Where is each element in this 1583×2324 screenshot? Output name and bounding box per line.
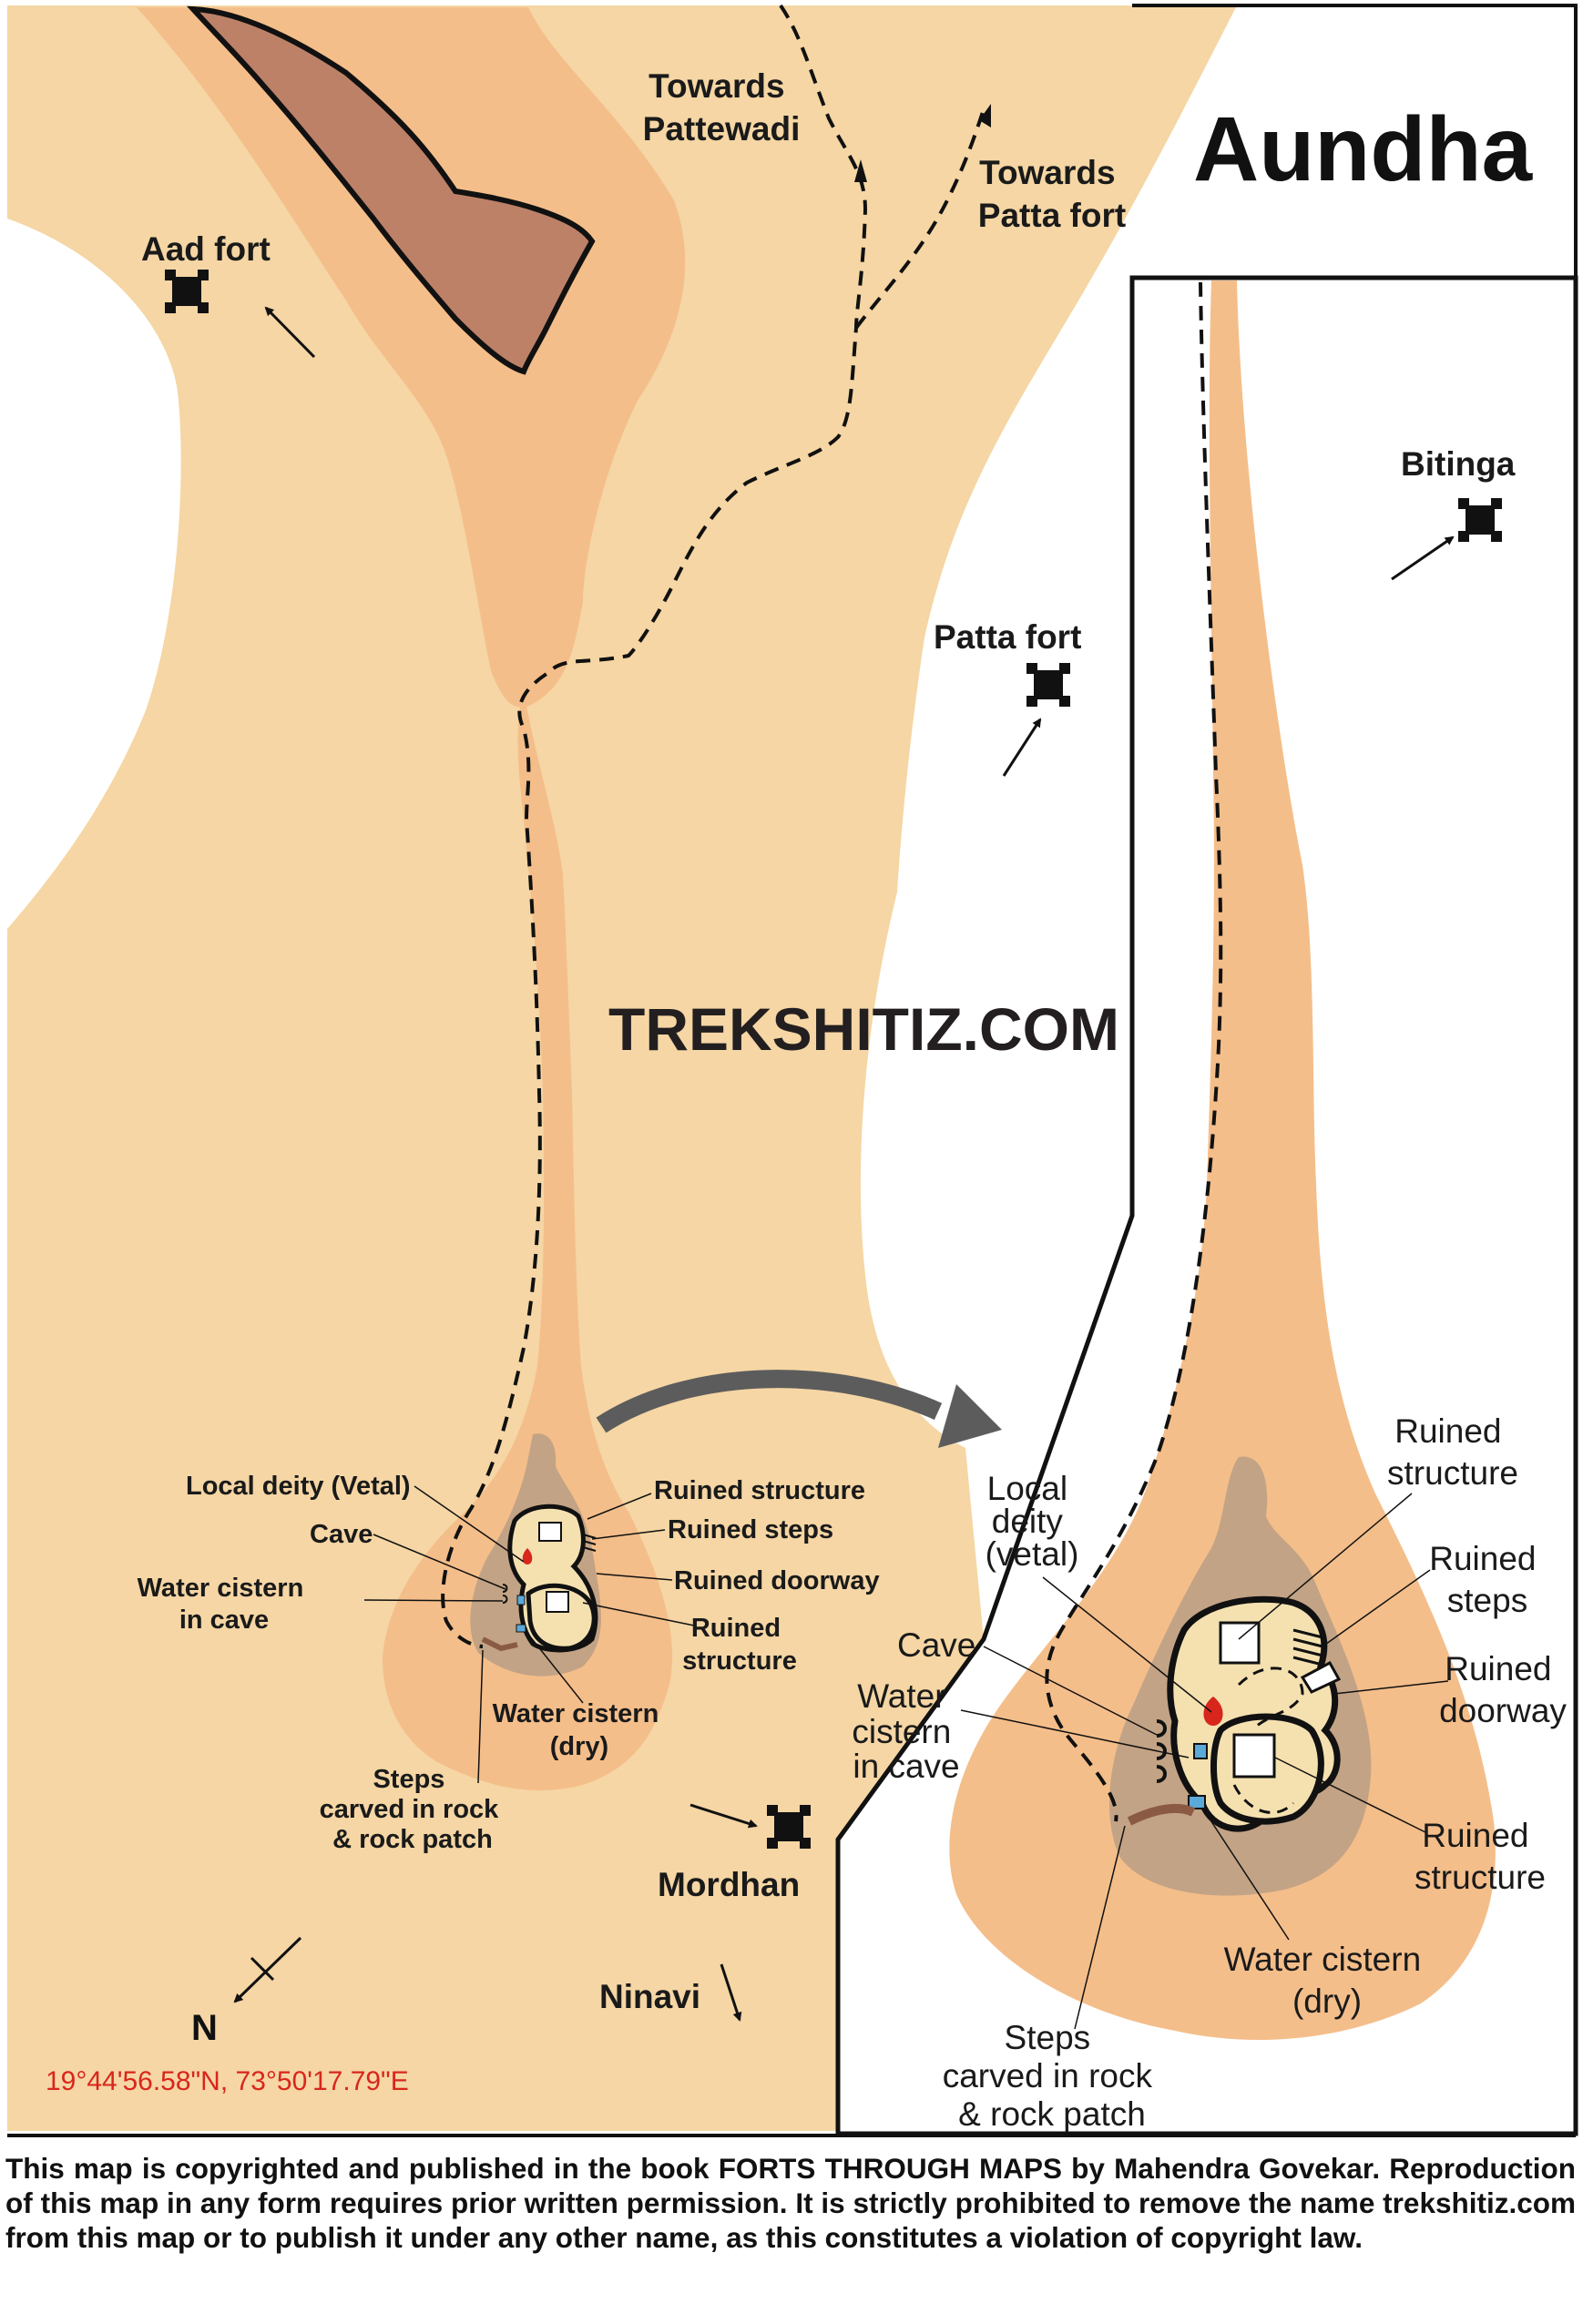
cave-icon: [502, 1584, 508, 1604]
direction-arrow-icon: [854, 159, 867, 182]
label-ruined-structure-1: Ruined structure: [654, 1476, 865, 1505]
fort-icon-patta: [1026, 663, 1070, 707]
direction-arrow-icon: [264, 306, 316, 359]
inset-label-ruined-doorway: Ruined doorway: [1439, 1650, 1567, 1729]
ruined-steps-icon: [1292, 1628, 1323, 1667]
label-water-cistern-cave: Water cistern in cave: [138, 1574, 311, 1635]
brand-watermark: TREKSHITIZ.COM: [608, 995, 1119, 1063]
deity-icon: [522, 1548, 533, 1565]
label-ruined-steps: Ruined steps: [668, 1515, 833, 1544]
inset-inner-path: [1232, 1667, 1304, 1814]
inset-label-ruined-structure-1: Ruined structure: [1387, 1412, 1518, 1492]
deity-icon: [1203, 1697, 1223, 1726]
coordinates: 19°44'56.58"N, 73°50'17.79"E: [46, 2066, 409, 2096]
trail-branch: [854, 108, 986, 330]
direction-arrow-icon: [1002, 718, 1042, 777]
label-steps-rock: Steps carved in rock & rock patch: [320, 1765, 506, 1854]
inset-label-cave: Cave: [897, 1626, 975, 1664]
trail-main: [441, 4, 868, 1648]
fort-icon-mordhan: [767, 1805, 811, 1849]
inset-ridge: [949, 280, 1496, 2040]
inset-label-cistern-dry: Water cistern (dry): [1224, 1941, 1431, 2020]
ruined-structure-icon: [1219, 1621, 1261, 1665]
descending-ridge: [383, 692, 672, 1790]
inset-label-cistern-cave: Water cistern in cave: [852, 1677, 960, 1785]
inset-trail: [1045, 281, 1223, 1822]
direction-arrow-icon: [689, 1803, 758, 1829]
upper-ridge: [137, 7, 686, 708]
direction-arrow-icon: [979, 104, 991, 127]
water-cistern-icon: [1193, 1743, 1208, 1759]
leader-lines-inset: [960, 1493, 1449, 2030]
north-label: N: [191, 2008, 218, 2048]
label-local-deity: Local deity (Vetal): [186, 1472, 411, 1501]
ruined-structure-icon: [1232, 1733, 1276, 1779]
label-cave: Cave: [310, 1520, 373, 1549]
zoom-arrow: [596, 1370, 943, 1433]
copyright-notice: This map is copyrighted and published in…: [5, 2152, 1576, 2254]
label-bitinga: Bitinga: [1401, 445, 1516, 483]
cave-icon: [1156, 1719, 1167, 1783]
label-aad-fort: Aad fort: [141, 230, 271, 268]
ruined-structure-icon: [546, 1591, 569, 1613]
fort-icon-bitinga: [1458, 498, 1502, 542]
inset-label-ruined-structure-2: Ruined structure: [1414, 1817, 1546, 1896]
fort-icon-aad: [165, 270, 209, 313]
direction-arrow-icon: [720, 1963, 742, 2022]
rock-patch: [481, 1636, 518, 1652]
north-arrow-icon: [233, 1936, 302, 2003]
map-title: Aundha: [1193, 98, 1534, 200]
label-mordhan: Mordhan: [658, 1866, 800, 1903]
water-cistern-icon: [1188, 1795, 1206, 1809]
direction-arrow-icon: [1391, 535, 1455, 581]
rock-patch: [1127, 1803, 1196, 1826]
zoom-arrow-head: [938, 1384, 1002, 1448]
water-cistern-icon: [516, 1624, 526, 1633]
label-ninavi: Ninavi: [599, 1978, 700, 2015]
plateau-terrain: [7, 5, 1237, 2131]
label-towards-patta-fort: Towards Patta fort: [978, 154, 1126, 234]
inset-label-steps-rock: Steps carved in rock & rock patch: [943, 2019, 1162, 2133]
inset-label-deity: Local deity (vetal): [986, 1470, 1079, 1573]
inset-label-ruined-steps: Ruined steps: [1429, 1540, 1546, 1619]
ruined-structure-icon: [538, 1522, 562, 1542]
map-frame: [1132, 4, 1578, 278]
ruined-steps-icon: [582, 1534, 597, 1552]
label-patta-fort: Patta fort: [934, 618, 1081, 656]
label-ruined-structure-2: Ruined structure: [682, 1614, 797, 1676]
ruined-doorway-icon: [1300, 1660, 1342, 1694]
water-cistern-icon: [516, 1595, 526, 1605]
label-towards-pattewadi: Towards Pattewadi: [643, 67, 801, 148]
summit: [186, 5, 596, 375]
label-water-cistern-dry: Water cistern (dry): [493, 1699, 667, 1761]
label-ruined-doorway: Ruined doorway: [674, 1566, 880, 1595]
leader-lines-main: [363, 1485, 695, 1784]
fort-inner-wall: [526, 1583, 597, 1651]
